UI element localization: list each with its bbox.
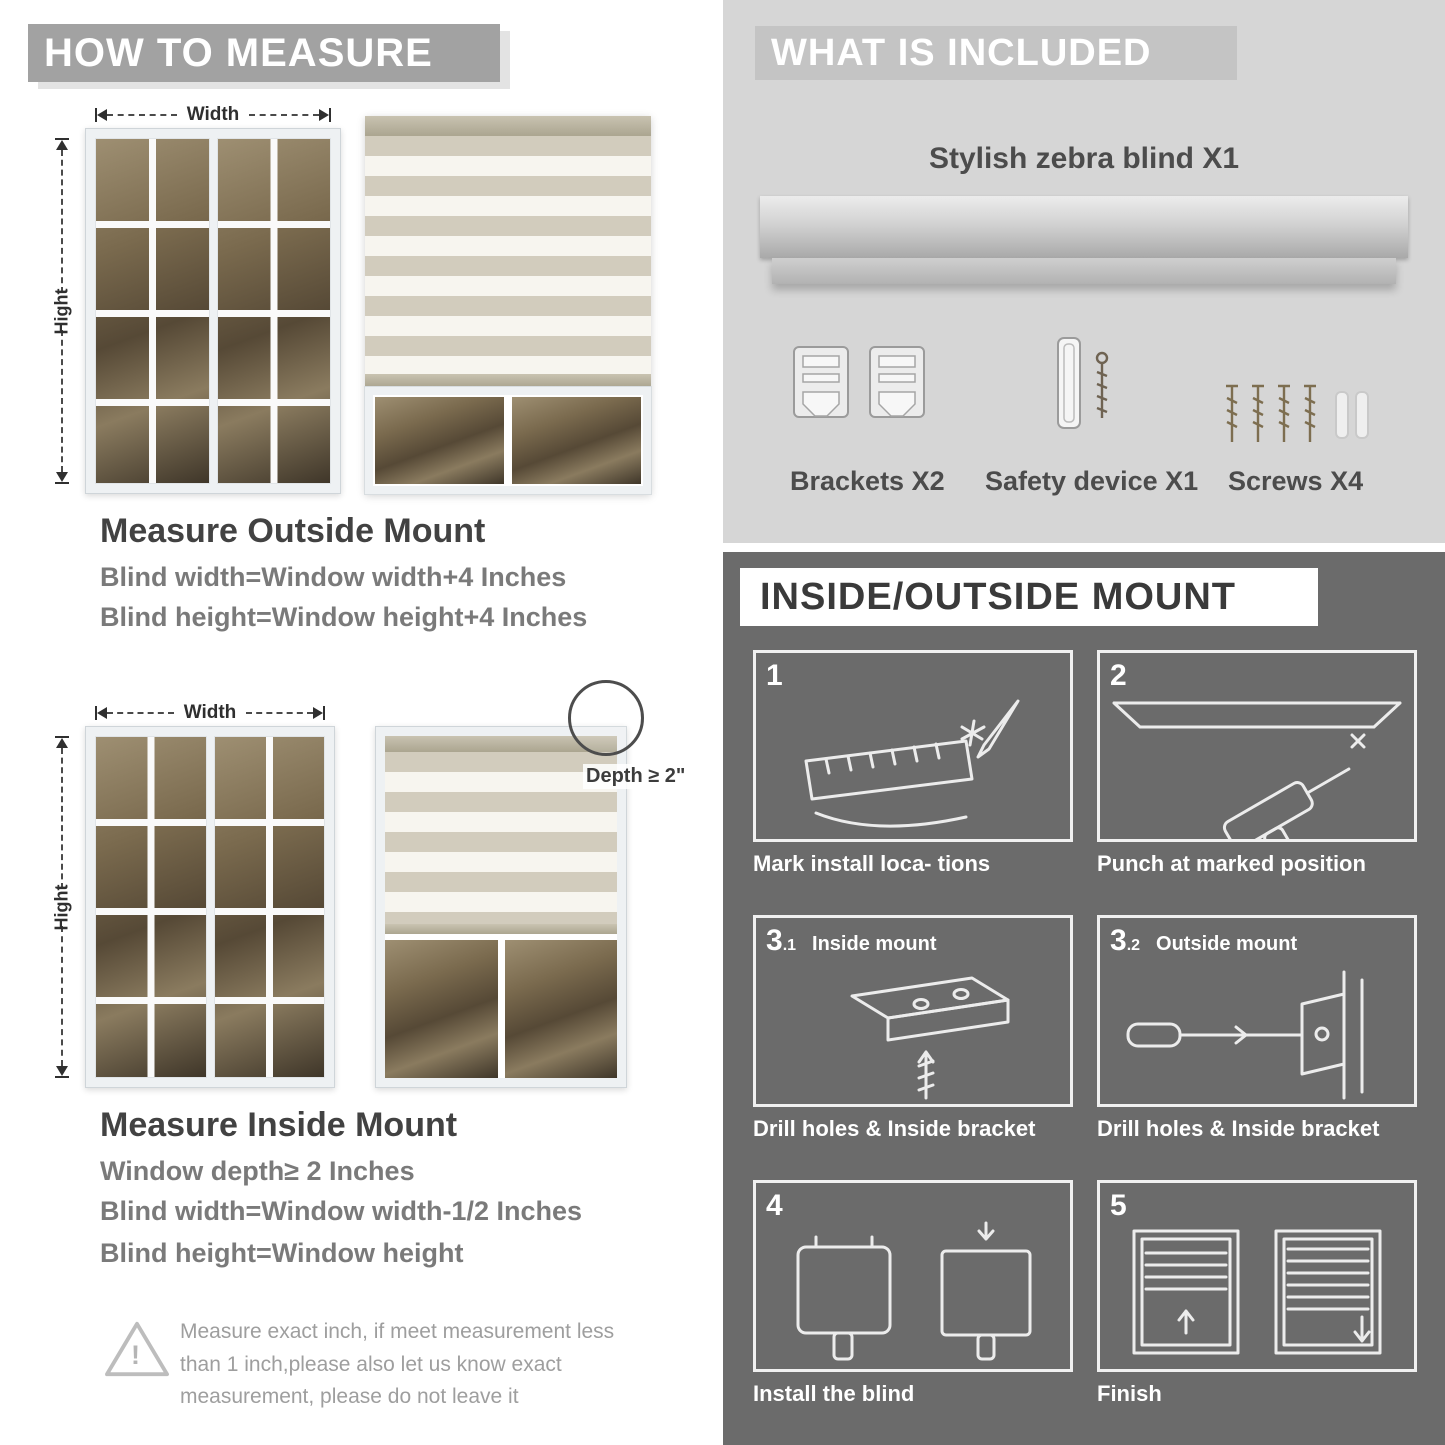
- step-3-1-number: 3: [766, 924, 783, 957]
- arrow-down-icon: [56, 1066, 68, 1076]
- step-4-illustration: [796, 1221, 1032, 1361]
- what-is-included-banner-label: WHAT IS INCLUDED: [771, 32, 1152, 74]
- arrow-right-icon: [313, 707, 323, 719]
- depth-callout-circle: [568, 680, 644, 756]
- mount-steps-grid: 1 Mark install loca- tions 2: [753, 650, 1417, 1407]
- arrow-left-icon: [97, 707, 107, 719]
- step-3-2-number: 3: [1110, 924, 1127, 957]
- step-4-caption: Install the blind: [753, 1381, 915, 1406]
- step-4-box: 4: [753, 1180, 1073, 1372]
- warning-exclamation: !: [131, 1340, 140, 1370]
- screws-label: Screws X4: [1228, 466, 1364, 496]
- width-arrow-inside: Width: [95, 702, 325, 724]
- step-4: 4 Install the blind: [753, 1180, 1073, 1407]
- step-1: 1 Mark install loca- tions: [753, 650, 1073, 877]
- blind-bottomrail: [365, 374, 651, 387]
- bracket-icon: [793, 346, 849, 418]
- window-below-blind: [364, 386, 652, 495]
- step-5-number: 5: [1110, 1189, 1127, 1222]
- step-1-box: 1: [753, 650, 1073, 842]
- height-arrow: Hight: [52, 138, 72, 484]
- step-3-1-illustration: [850, 976, 1010, 1100]
- blind-stripes: [365, 136, 651, 374]
- step-2-caption: Punch at marked position: [1097, 851, 1366, 876]
- arrow-down-icon: [56, 472, 68, 482]
- step-4-number: 4: [766, 1189, 783, 1222]
- step-3-1-caption: Drill holes & Inside bracket: [753, 1116, 1036, 1141]
- window-illustration-outside: [85, 128, 341, 494]
- outside-mount-line-2: Blind height=Window height+4 Inches: [100, 602, 588, 632]
- product-name: Stylish zebra blind X1: [928, 142, 1240, 175]
- step-3-2-illustration: [1126, 970, 1364, 1100]
- step-5-caption: Finish: [1097, 1381, 1162, 1406]
- bracket-icon: [869, 346, 925, 418]
- arrow-up-icon: [56, 738, 68, 748]
- mount-banner: INSIDE/OUTSIDE MOUNT: [740, 568, 1318, 626]
- step-5-box: 5: [1097, 1180, 1417, 1372]
- blind-headrail: [365, 116, 651, 136]
- blind-headrail-illustration: [760, 196, 1408, 258]
- window-sash: [213, 736, 325, 1078]
- inside-mount-line-3: Blind height=Window height: [100, 1238, 464, 1268]
- height-label: Hight: [51, 288, 72, 334]
- mount-banner-label: INSIDE/OUTSIDE MOUNT: [760, 576, 1237, 618]
- step-2-illustration: [1112, 701, 1402, 839]
- blind-stripes: [385, 752, 617, 924]
- width-label: Width: [183, 702, 237, 723]
- arrow-right-icon: [319, 109, 329, 121]
- step-2-number: 2: [1110, 659, 1127, 692]
- step-1-illustration: [804, 699, 1020, 828]
- how-to-measure-banner-label: HOW TO MEASURE: [44, 31, 433, 75]
- width-label: Width: [186, 104, 240, 125]
- safety-device-label: Safety device X1: [985, 466, 1199, 496]
- arrow-left-icon: [97, 109, 107, 121]
- zebra-blind-illustration-outside: [364, 116, 652, 495]
- step-3-2-caption: Drill holes & Inside bracket: [1097, 1116, 1380, 1141]
- blind-headrail: [385, 736, 617, 752]
- inside-mount-line-1: Window depth≥ 2 Inches: [100, 1156, 415, 1186]
- window-pane: [375, 397, 504, 484]
- window-sash: [216, 138, 331, 484]
- height-label: Hight: [51, 884, 72, 930]
- warning-text: Measure exact inch, if meet measurement …: [180, 1320, 615, 1409]
- step-5: 5 Finish: [1097, 1180, 1417, 1407]
- what-is-included-banner: WHAT IS INCLUDED: [755, 26, 1237, 80]
- window-open-area: [385, 934, 617, 1078]
- outside-mount-line-1: Blind width=Window width+4 Inches: [100, 562, 567, 592]
- window-pane: [385, 940, 498, 1078]
- blind-valance-illustration: [772, 258, 1396, 284]
- window-sash: [95, 736, 207, 1078]
- depth-callout-label: Depth ≥ 2": [583, 764, 689, 789]
- step-3-2-title: Outside mount: [1156, 933, 1298, 955]
- width-arrow: Width: [95, 104, 331, 126]
- how-to-measure-banner: HOW TO MEASURE: [28, 24, 500, 82]
- arrow-up-icon: [56, 140, 68, 150]
- step-1-caption: Mark install loca- tions: [753, 851, 991, 876]
- window-pane: [512, 397, 641, 484]
- step-5-illustration: [1132, 1229, 1382, 1355]
- step-2: 2 Punch at marked position: [1097, 650, 1417, 877]
- blind-bottomrail: [385, 924, 617, 934]
- window-sash: [95, 138, 210, 484]
- window-pane: [504, 940, 617, 1078]
- brackets-label: Brackets X2: [790, 466, 945, 496]
- window-illustration-inside: [85, 726, 335, 1088]
- screws-icon: [1226, 384, 1369, 442]
- step-2-box: 2: [1097, 650, 1417, 842]
- outside-mount-title: Measure Outside Mount: [100, 512, 486, 550]
- warning-triangle-icon: [105, 1321, 169, 1377]
- height-arrow-inside: Hight: [52, 736, 72, 1078]
- inside-mount-title: Measure Inside Mount: [100, 1106, 458, 1144]
- step-3-1-title: Inside mount: [812, 933, 937, 955]
- safety-device-icon: [1057, 337, 1109, 429]
- inside-mount-line-2: Blind width=Window width-1/2 Inches: [100, 1196, 583, 1226]
- step-1-number: 1: [766, 659, 783, 692]
